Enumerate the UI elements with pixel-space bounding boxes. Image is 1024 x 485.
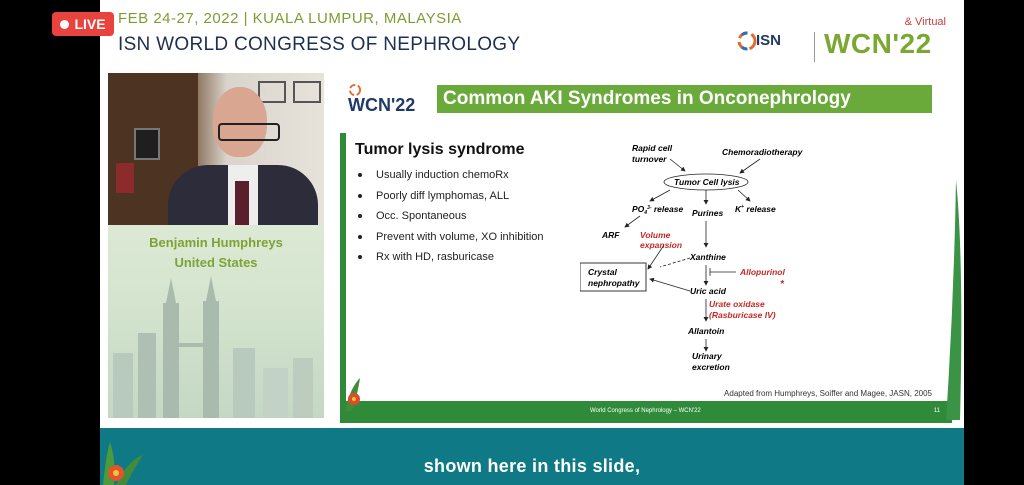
event-header: FEB 24-27, 2022 | KUALA LUMPUR, MALAYSIA…: [100, 0, 964, 62]
edge: [647, 244, 665, 270]
speaker-info: Benjamin Humphreys United States: [108, 233, 324, 273]
slide-footer: World Congress of Nephrology – WCN'22 11: [340, 401, 952, 423]
wall-certificate: [258, 81, 286, 103]
node-urinary-excretion: Urinary: [692, 351, 723, 361]
speaker-name: Benjamin Humphreys: [149, 235, 283, 250]
bullet-item: Prevent with volume, XO inhibition: [355, 227, 544, 248]
speaker-country: United States: [174, 255, 258, 270]
section-title: Tumor lysis syndrome: [355, 141, 525, 158]
bullet-item: Usually induction chemoRx: [355, 165, 544, 186]
node-urate-oxidase: (Rasburicase IV): [709, 310, 776, 320]
speaker-tie: [235, 181, 249, 225]
node-chemoradiotherapy: Chemoradiotherapy: [722, 147, 804, 157]
leaf-decoration-icon: [946, 180, 962, 420]
node-k-release: K+ release: [735, 204, 776, 214]
isn-ring-icon: [737, 31, 757, 51]
node-rapid-cell-turnover: Rapid cell: [632, 143, 673, 153]
wall-frame: [134, 128, 160, 160]
bullet-dot-icon: [358, 255, 362, 260]
node-rapid-cell-turnover: turnover: [632, 154, 667, 164]
node-allopurinol: Allopurinol: [739, 267, 785, 277]
event-date-location: FEB 24-27, 2022 | KUALA LUMPUR, MALAYSIA: [118, 10, 462, 27]
flower-decoration-icon: [345, 378, 360, 411]
speaker-head: [213, 87, 267, 157]
speaker-panel: Benjamin Humphreys United States: [108, 73, 324, 418]
bullet-dot-icon: [358, 193, 362, 198]
bullet-item: Poorly diff lymphomas, ALL: [355, 186, 544, 207]
isn-logo-text: ISN: [756, 32, 782, 49]
node-urate-oxidase: Urate oxidase: [709, 299, 765, 309]
edge: [737, 189, 751, 202]
bullet-text: Usually induction chemoRx: [376, 169, 509, 182]
bullet-text: Rx with HD, rasburicase: [376, 251, 494, 264]
node-purines: Purines: [692, 208, 723, 218]
bullet-dot-icon: [358, 214, 362, 219]
caption-band: [100, 428, 964, 485]
bullet-item: Rx with HD, rasburicase: [355, 247, 544, 268]
slide-title-bar: Common AKI Syndromes in Onconephrology: [437, 85, 932, 113]
node-po4-release: PO43- release: [632, 204, 683, 216]
edge: [649, 277, 691, 292]
slide-page-number: 11: [933, 408, 940, 414]
node-crystal-nephropathy-box: [580, 262, 647, 292]
slide-citation: Adapted from Humphreys, Soiffer and Mage…: [724, 389, 932, 398]
edge: [739, 158, 761, 174]
node-volume-expansion: Volume: [640, 230, 671, 240]
node-uric-acid: Uric acid: [690, 286, 727, 296]
speaker-video[interactable]: [108, 73, 324, 225]
live-caption: shown here in this slide,: [423, 456, 641, 476]
event-name: ISN WORLD CONGRESS OF NEPHROLOGY: [118, 34, 521, 55]
bullet-dot-icon: [358, 173, 362, 178]
flower-decoration-icon: [103, 442, 143, 485]
virtual-text: & Virtual: [904, 16, 946, 28]
bullet-text: Occ. Spontaneous: [376, 210, 467, 223]
slide-logo-text: WCN'22: [348, 95, 416, 115]
slide-footer-text: World Congress of Nephrology – WCN'22: [590, 408, 701, 414]
bullet-item: Occ. Spontaneous: [355, 206, 544, 227]
edge-dashed: [659, 257, 691, 268]
bullet-list: Usually induction chemoRx Poorly diff ly…: [355, 165, 544, 268]
event-logo: ISN WCN'22 & Virtual: [736, 10, 946, 62]
edge: [669, 158, 686, 172]
slide-title: Common AKI Syndromes in Onconephrology: [443, 88, 851, 109]
logo-divider: [814, 32, 815, 62]
live-badge: LIVE: [52, 12, 114, 36]
wcn-logo-text: WCN'22: [824, 28, 932, 59]
bullet-text: Poorly diff lymphomas, ALL: [376, 189, 510, 202]
node-volume-expansion: expansion: [640, 240, 682, 250]
live-dot-icon: [60, 19, 70, 29]
node-allantoin: Allantoin: [687, 326, 724, 336]
bullet-text: Prevent with volume, XO inhibition: [376, 230, 544, 243]
node-crystal-nephropathy: nephropathy: [588, 278, 641, 288]
asterisk-icon: *: [780, 279, 785, 290]
node-urinary-excretion: excretion: [692, 362, 730, 372]
bullet-dot-icon: [358, 234, 362, 239]
speaker-glasses: [218, 123, 280, 141]
node-tumor-cell-lysis: Tumor Cell lysis: [674, 177, 740, 187]
slide-left-accent: [340, 133, 346, 423]
node-crystal-nephropathy: Crystal: [588, 267, 617, 277]
node-arf: ARF: [601, 230, 620, 240]
slide-wcn-logo: WCN'22: [348, 81, 433, 131]
book-spines: [116, 163, 134, 193]
edge: [649, 189, 671, 202]
edge: [624, 215, 641, 228]
conference-stream-frame: FEB 24-27, 2022 | KUALA LUMPUR, MALAYSIA…: [100, 0, 964, 485]
city-skyline-graphic: [113, 276, 313, 418]
isn-ring-icon: [348, 83, 362, 97]
wall-certificate: [293, 81, 321, 103]
live-label: LIVE: [74, 16, 106, 32]
node-xanthine: Xanthine: [689, 252, 726, 262]
tumor-lysis-pathway-diagram: Rapid cell turnover Chemoradiotherapy Tu…: [580, 143, 804, 372]
presentation-slide: WCN'22 Common AKI Syndromes in Onconephr…: [340, 73, 952, 423]
